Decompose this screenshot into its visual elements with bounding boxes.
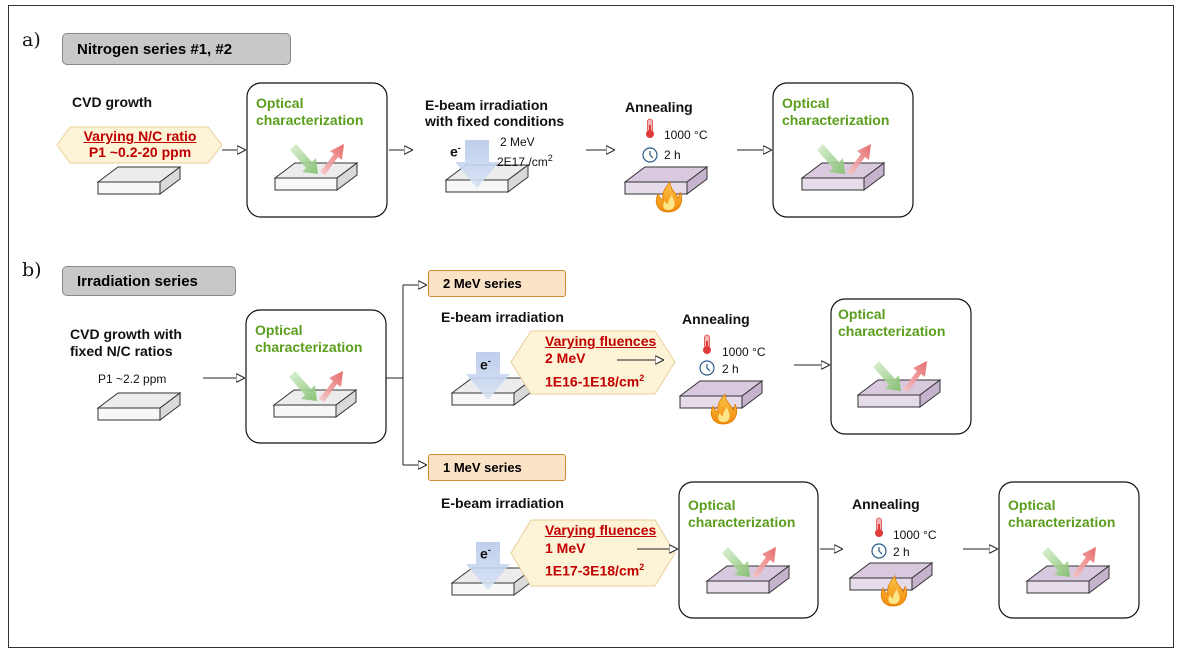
ebeam-title: E-beam irradiation — [441, 495, 564, 511]
optical-characterization-label: Optical characterization — [1008, 497, 1116, 530]
clock-icon — [871, 543, 887, 559]
electron-symbol: e- — [450, 143, 461, 160]
fluence-hex-line2: 2 MeV — [545, 350, 586, 366]
series-title-tag: Irradiation series — [62, 266, 236, 296]
anneal-time: 2 h — [722, 362, 739, 376]
ebeam-title-line1: E-beam irradiation — [425, 97, 548, 113]
annealing-title: Annealing — [682, 311, 750, 327]
cvd-growth-title-line1: CVD growth with — [70, 326, 182, 342]
ebeam-title-line2: with fixed conditions — [425, 113, 565, 129]
clock-icon — [642, 147, 658, 163]
diamond-plate-icon — [97, 392, 181, 421]
fluence-hex-line3: 1E16-1E18/cm2 — [545, 373, 645, 390]
diamond-plate-icon — [97, 166, 181, 195]
annealing-title: Annealing — [625, 99, 693, 115]
fluence-hex-line3: 1E17-3E18/cm2 — [545, 562, 645, 579]
anneal-time: 2 h — [893, 545, 910, 559]
figure-frame — [8, 5, 1174, 648]
cvd-hex-banner — [56, 126, 223, 164]
ebeam-energy: 2 MeV — [500, 135, 535, 149]
series-title-tag: Nitrogen series #1, #2 — [62, 33, 291, 65]
anneal-temperature: 1000 °C — [722, 345, 766, 359]
optical-characterization-label: Optical characterization — [688, 497, 796, 530]
cvd-hex-line1: Varying N/C ratio — [83, 128, 197, 144]
fluence-hex-banner — [510, 330, 676, 395]
optical-characterization-label: Optical characterization — [256, 95, 364, 128]
fluence-hex-line2: 1 MeV — [545, 540, 586, 556]
thermometer-icon — [874, 517, 884, 538]
thermometer-icon — [702, 334, 712, 355]
fluence-hex-line1: Varying fluences — [545, 333, 657, 349]
anneal-time: 2 h — [664, 148, 681, 162]
electron-symbol: e- — [480, 545, 491, 562]
panel-a-label: a) — [22, 29, 41, 51]
series-tag-2mev: 2 MeV series — [428, 270, 566, 297]
fluence-hex-line1: Varying fluences — [545, 522, 657, 538]
anneal-temperature: 1000 °C — [664, 128, 708, 142]
optical-characterization-label: Optical characterization — [782, 95, 890, 128]
clock-icon — [699, 360, 715, 376]
thermometer-icon — [645, 118, 655, 139]
series-tag-1mev: 1 MeV series — [428, 454, 566, 481]
ebeam-title: E-beam irradiation — [441, 309, 564, 325]
optical-characterization-label: Optical characterization — [838, 306, 946, 339]
cvd-p1-value: P1 ~2.2 ppm — [98, 372, 167, 386]
annealing-title: Annealing — [852, 496, 920, 512]
ebeam-fluence: 2E17 /cm2 — [497, 153, 553, 169]
anneal-temperature: 1000 °C — [893, 528, 937, 542]
electron-symbol: e- — [480, 356, 491, 373]
cvd-hex-line2: P1 ~0.2-20 ppm — [88, 144, 192, 160]
panel-b-label: b) — [22, 259, 42, 281]
optical-characterization-label: Optical characterization — [255, 322, 363, 355]
cvd-growth-title-line2: fixed N/C ratios — [70, 343, 173, 359]
cvd-growth-title: CVD growth — [72, 94, 153, 110]
